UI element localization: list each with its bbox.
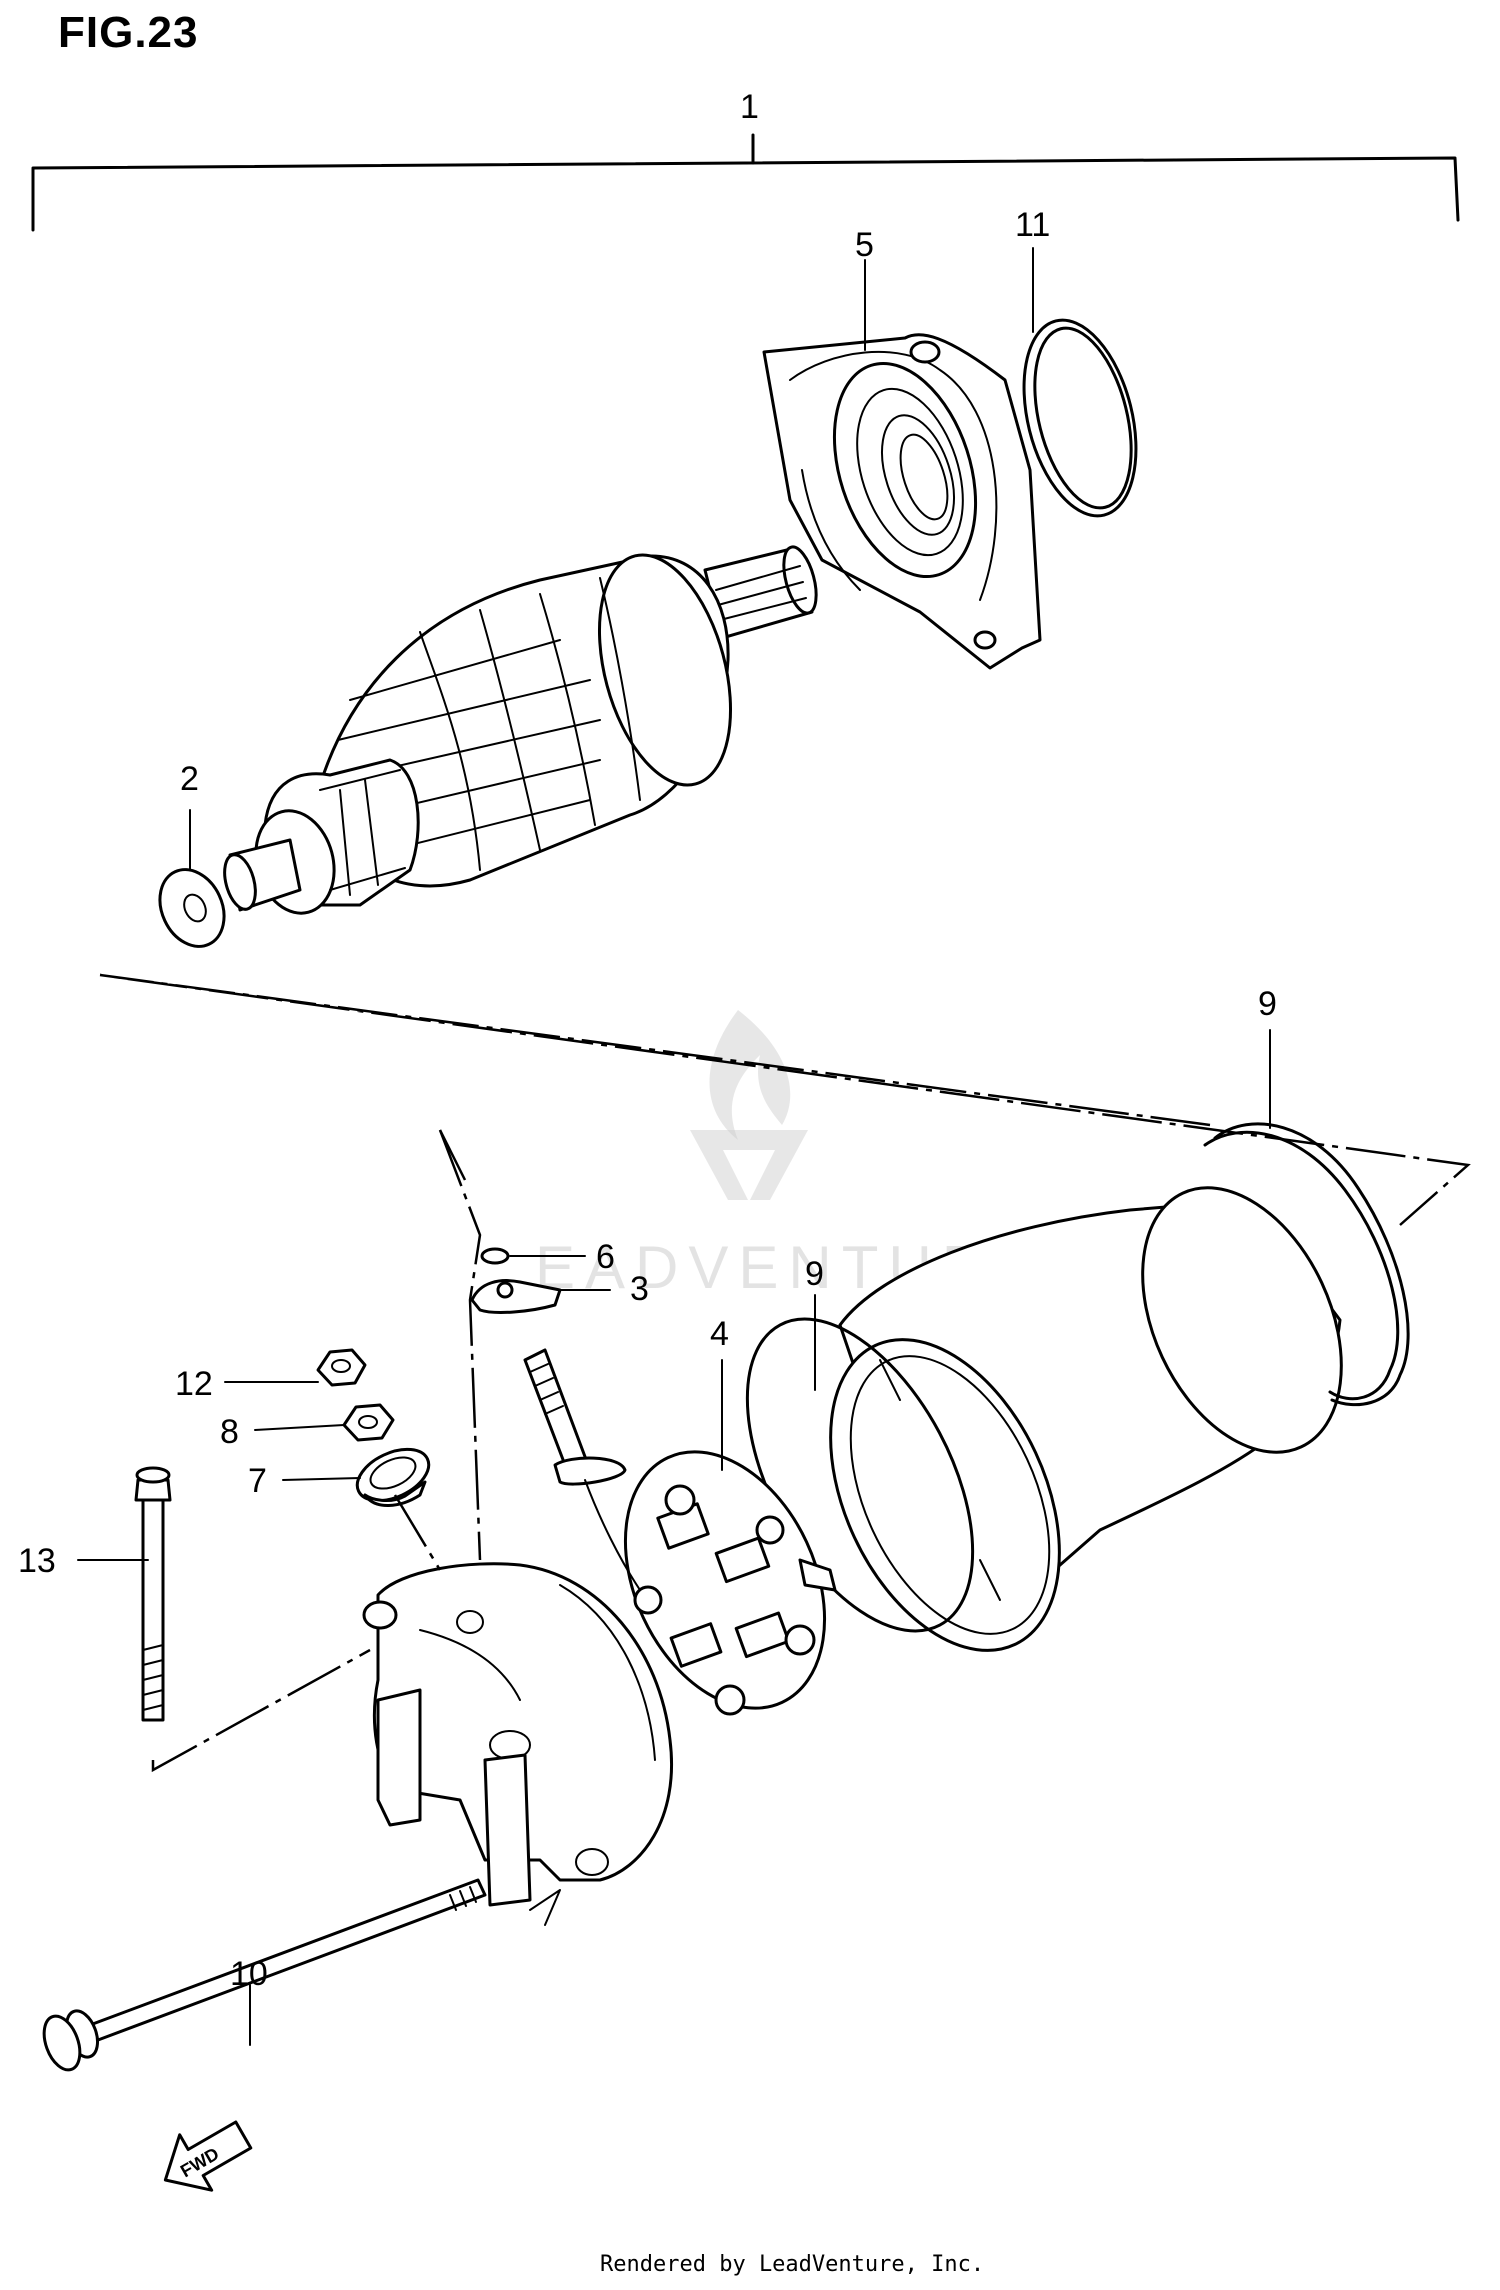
callout-13: 13 [18, 1542, 56, 1580]
callout-12: 12 [175, 1365, 213, 1403]
callout-4: 4 [710, 1315, 729, 1353]
leader-lines [77, 247, 1271, 2046]
figure-title: FIG.23 [58, 8, 199, 57]
lower-guidelines [151, 1129, 482, 1773]
armature [223, 545, 818, 915]
gear-housing-part-5 [762, 333, 1042, 670]
assembly-bracket [31, 133, 1460, 232]
alignment-guideline [99, 973, 1471, 1226]
callout-3: 3 [630, 1270, 649, 1308]
callout-1: 1 [740, 88, 759, 126]
callout-6: 6 [596, 1238, 615, 1276]
terminal-bolt [523, 1348, 641, 1591]
o-ring-part-11 [1022, 318, 1138, 518]
o-ring-part-9-upper [1203, 1122, 1410, 1407]
callout-8: 8 [220, 1413, 239, 1451]
callout-labels: 1 2 3 4 5 6 7 8 9 9 10 11 12 13 [18, 88, 1277, 1993]
nut-part-8 [342, 1403, 395, 1442]
callout-9-lower: 9 [805, 1255, 824, 1293]
callout-5: 5 [855, 226, 874, 264]
bolt-part-13 [134, 1466, 172, 1722]
callout-11: 11 [1015, 206, 1050, 244]
footer-credit: Rendered by LeadVenture, Inc. [600, 2252, 985, 2277]
washer-part-2 [158, 868, 226, 948]
callout-7: 7 [248, 1462, 267, 1500]
callout-10: 10 [230, 1955, 268, 1993]
callout-2: 2 [180, 760, 199, 798]
seal-part-7 [355, 1447, 431, 1507]
yoke-frame [829, 1186, 1343, 1652]
callout-9-upper: 9 [1258, 985, 1277, 1023]
brush-holder-part-4 [623, 1450, 837, 1716]
fwd-arrow: FWD [163, 2120, 253, 2192]
commutator-end-cover [362, 1562, 673, 1926]
nut-part-12 [316, 1348, 367, 1387]
terminal-part-3 [470, 1247, 562, 1314]
through-bolt-part-10 [42, 1878, 487, 2072]
